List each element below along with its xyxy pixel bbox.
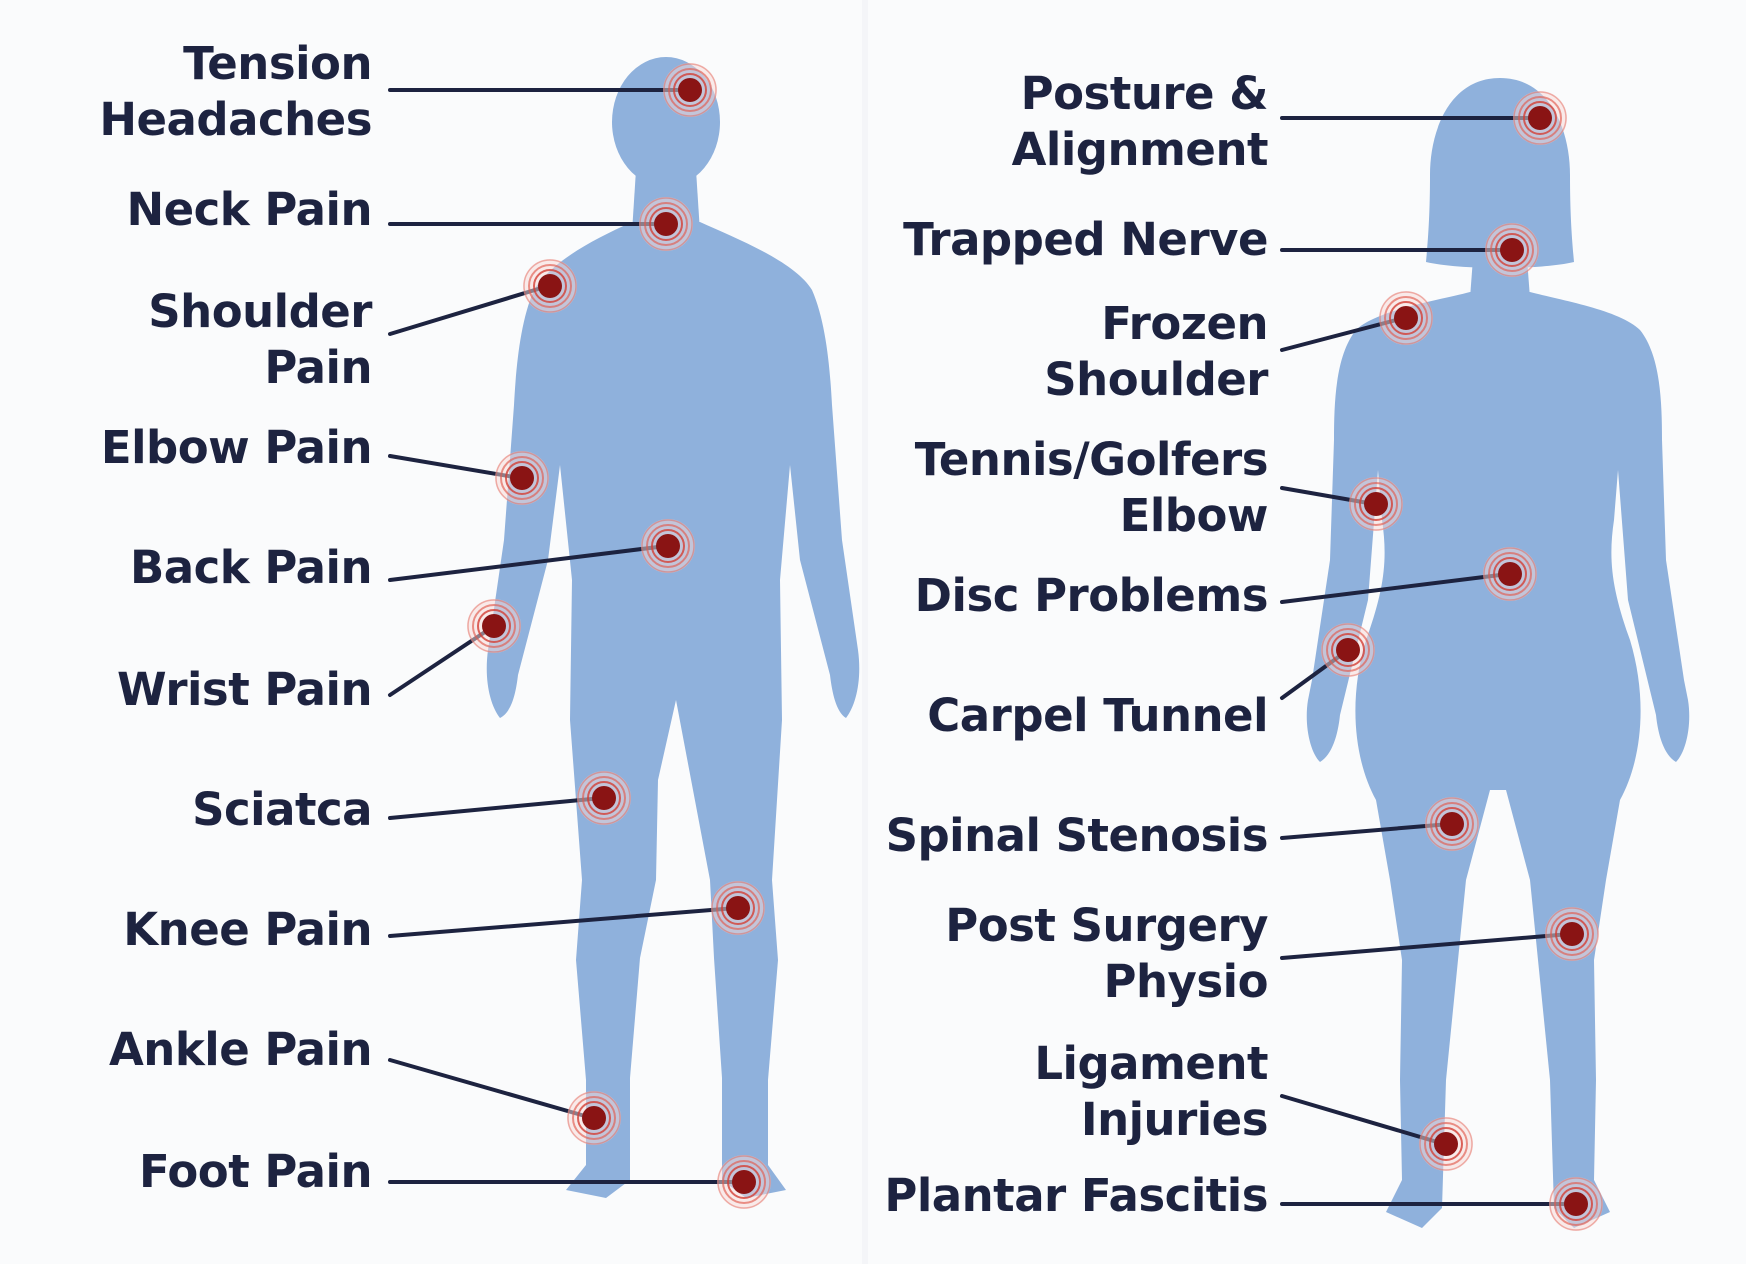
label-shoulder-pain: Shoulder Pain xyxy=(148,285,372,394)
pain-spot-disc xyxy=(1482,546,1538,602)
pain-spot-spinal-stenosis xyxy=(1424,796,1480,852)
label-carpel-tunnel: Carpel Tunnel xyxy=(927,689,1268,742)
label-back-pain: Back Pain xyxy=(129,541,373,594)
pain-spot-back xyxy=(640,518,696,574)
label-posture-alignment: Posture & Alignment xyxy=(1011,67,1269,176)
label-post-surgery-physio: Post Surgery Physio xyxy=(945,899,1268,1008)
pain-spot-foot xyxy=(716,1154,772,1210)
label-sciatica: Sciatca xyxy=(192,783,372,836)
label-ankle-pain: Ankle Pain xyxy=(108,1023,373,1076)
label-disc-problems: Disc Problems xyxy=(914,569,1269,622)
label-tension-headaches: Tension Headaches xyxy=(99,37,372,146)
pain-spot-sciatica xyxy=(576,770,632,826)
pain-spot-knee xyxy=(710,880,766,936)
pain-spot-carpal-tunnel xyxy=(1320,622,1376,678)
pain-spot-neck xyxy=(638,196,694,252)
pain-spot-posture xyxy=(1512,90,1568,146)
label-spinal-stenosis: Spinal Stenosis xyxy=(885,809,1269,862)
pain-spot-elbow xyxy=(494,450,550,506)
pain-spot-shoulder xyxy=(522,258,578,314)
pain-spot-tennis-elbow xyxy=(1348,476,1404,532)
label-knee-pain: Knee Pain xyxy=(123,903,372,956)
label-neck-pain: Neck Pain xyxy=(126,183,372,236)
label-frozen-shoulder: Frozen Shoulder xyxy=(1044,297,1268,406)
label-tennis-golfers-elbow: Tennis/Golfers Elbow xyxy=(914,433,1269,542)
label-plantar-fascitis: Plantar Fascitis xyxy=(884,1169,1268,1222)
label-foot-pain: Foot Pain xyxy=(138,1145,373,1198)
label-ligament-injuries: Ligament Injuries xyxy=(1034,1037,1268,1146)
pain-spot-tension-headaches xyxy=(662,62,718,118)
pain-spot-ligament xyxy=(1418,1116,1474,1172)
pain-spot-post-surgery xyxy=(1544,906,1600,962)
label-wrist-pain: Wrist Pain xyxy=(116,663,373,716)
label-elbow-pain: Elbow Pain xyxy=(100,421,373,474)
pain-spot-plantar xyxy=(1548,1176,1604,1232)
pain-spot-wrist xyxy=(466,598,522,654)
pain-spot-trapped-nerve xyxy=(1484,222,1540,278)
pain-spot-ankle xyxy=(566,1090,622,1146)
label-trapped-nerve: Trapped Nerve xyxy=(903,213,1268,266)
pain-spot-frozen-shoulder xyxy=(1378,290,1434,346)
